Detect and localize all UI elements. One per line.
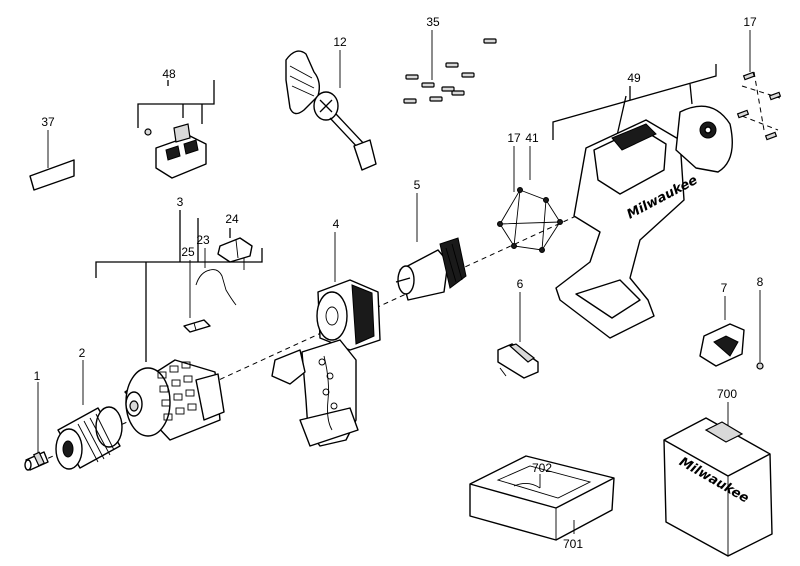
label-37: 37 <box>41 115 55 129</box>
part-7-belt-clip <box>699 296 745 367</box>
part-8-screw <box>756 290 764 370</box>
label-2: 2 <box>79 346 86 360</box>
label-6: 6 <box>517 277 524 291</box>
label-48: 48 <box>162 67 176 81</box>
part-12-side-handle <box>285 50 377 171</box>
part-37-label <box>29 130 75 191</box>
label-12: 12 <box>333 35 347 49</box>
label-4: 4 <box>333 217 340 231</box>
part-48-switch <box>144 123 207 179</box>
label-25: 25 <box>181 245 195 259</box>
part-4-motor-housing <box>271 232 381 447</box>
label-17-right: 17 <box>743 15 757 29</box>
part-23-spring <box>195 248 237 306</box>
part-3-gearbox <box>124 359 225 441</box>
label-35: 35 <box>426 15 440 29</box>
part-2-keyless-chuck <box>55 360 123 470</box>
part-25-pin <box>183 260 211 333</box>
brackets-23-24-25 <box>197 218 231 262</box>
part-17-41-frame <box>497 146 563 253</box>
label-8: 8 <box>757 275 764 289</box>
part-49-housing: Milwaukee <box>555 105 733 339</box>
part-6-bracket <box>497 292 539 379</box>
label-23: 23 <box>196 233 210 247</box>
part-1-chuck-screw <box>24 382 49 471</box>
label-24: 24 <box>225 212 239 226</box>
bracket-48 <box>137 80 215 128</box>
part-701-small-case <box>469 455 615 541</box>
part-700-large-case: Milwaukee <box>663 402 773 557</box>
label-7: 7 <box>721 281 728 295</box>
part-35-screws <box>403 30 497 104</box>
part-17-screws-right <box>736 30 782 141</box>
bracket-3 <box>95 210 263 362</box>
label-700: 700 <box>717 387 737 401</box>
label-3: 3 <box>177 195 184 209</box>
part-24-clip <box>217 237 253 270</box>
label-702: 702 <box>532 461 552 475</box>
label-41: 41 <box>525 131 539 145</box>
label-17-left: 17 <box>507 131 521 145</box>
label-1: 1 <box>34 369 41 383</box>
label-5: 5 <box>414 178 421 192</box>
label-49: 49 <box>627 71 641 85</box>
label-701: 701 <box>563 537 583 551</box>
part-5-armature <box>395 193 467 301</box>
